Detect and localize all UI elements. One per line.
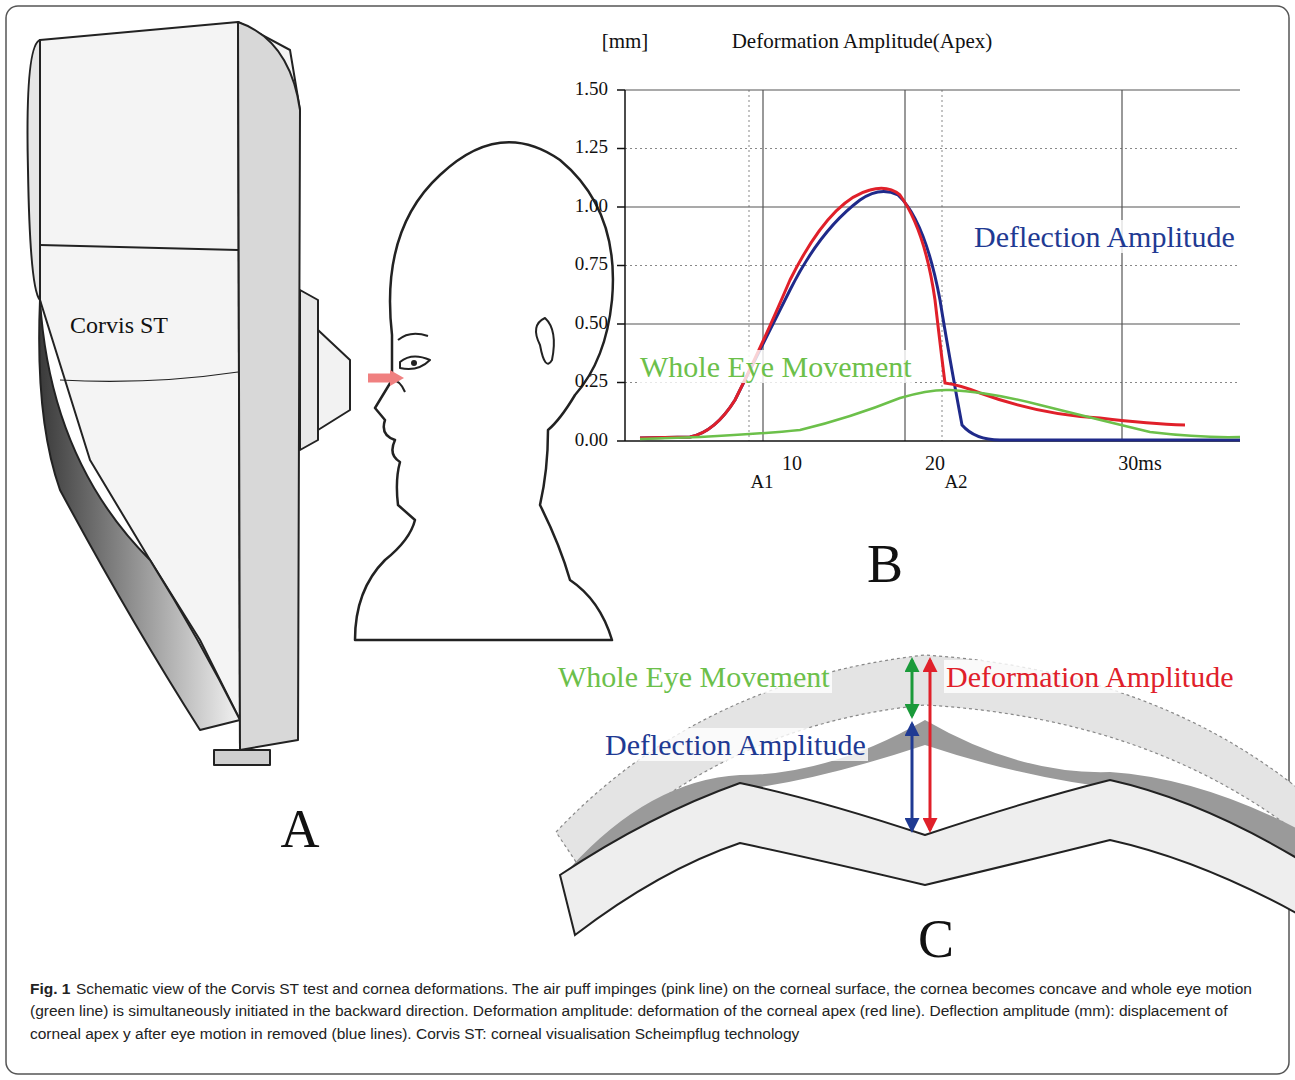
chart-title: Deformation Amplitude(Apex) xyxy=(732,30,993,53)
panel-letter: C xyxy=(918,910,954,969)
tick-label: 0.00 xyxy=(575,430,608,451)
marker-label: A2 xyxy=(944,472,967,493)
arrow-label: Deflection Amplitude xyxy=(603,728,868,761)
tick-label: 1.25 xyxy=(575,137,608,158)
figure-frame xyxy=(6,6,1289,1074)
tick-label: 0.25 xyxy=(575,371,608,392)
axis-unit: [mm] xyxy=(602,30,649,53)
air-puff-arrow xyxy=(368,374,392,383)
figure-caption: Fig. 1Schematic view of the Corvis ST te… xyxy=(30,978,1262,1045)
marker-label: A1 xyxy=(750,472,773,493)
caption-text: Schematic view of the Corvis ST test and… xyxy=(30,980,1252,1042)
patient-head xyxy=(355,142,613,640)
curve-label: Whole Eye Movement xyxy=(638,350,914,383)
tick-label: 1.00 xyxy=(575,196,608,217)
whole-eye-arrow xyxy=(911,660,914,716)
arrow-label: Deformation Amplitude xyxy=(944,660,1235,693)
deflection-arrow xyxy=(911,724,914,830)
deflection-curve xyxy=(640,191,1240,440)
tick-label: 20 xyxy=(925,452,945,474)
arrow-label: Whole Eye Movement xyxy=(556,660,832,693)
tick-label: 0.50 xyxy=(575,313,608,334)
corvis-device xyxy=(28,22,351,765)
panel-letter: A xyxy=(281,800,320,859)
figure-number: Fig. 1 xyxy=(30,980,70,997)
whole-eye-curve xyxy=(640,390,1240,439)
tick-label: 10 xyxy=(782,452,802,474)
chart-grid xyxy=(617,90,1240,441)
tick-label: 1.50 xyxy=(575,79,608,100)
deformation-arrow xyxy=(929,660,932,830)
curve-label: Deflection Amplitude xyxy=(972,220,1237,253)
air-puff-arrowhead xyxy=(390,370,404,386)
panel-letter: B xyxy=(867,535,903,594)
tick-label: 0.75 xyxy=(575,254,608,275)
tick-label: 30ms xyxy=(1118,452,1161,474)
device-label: Corvis ST xyxy=(70,312,168,338)
